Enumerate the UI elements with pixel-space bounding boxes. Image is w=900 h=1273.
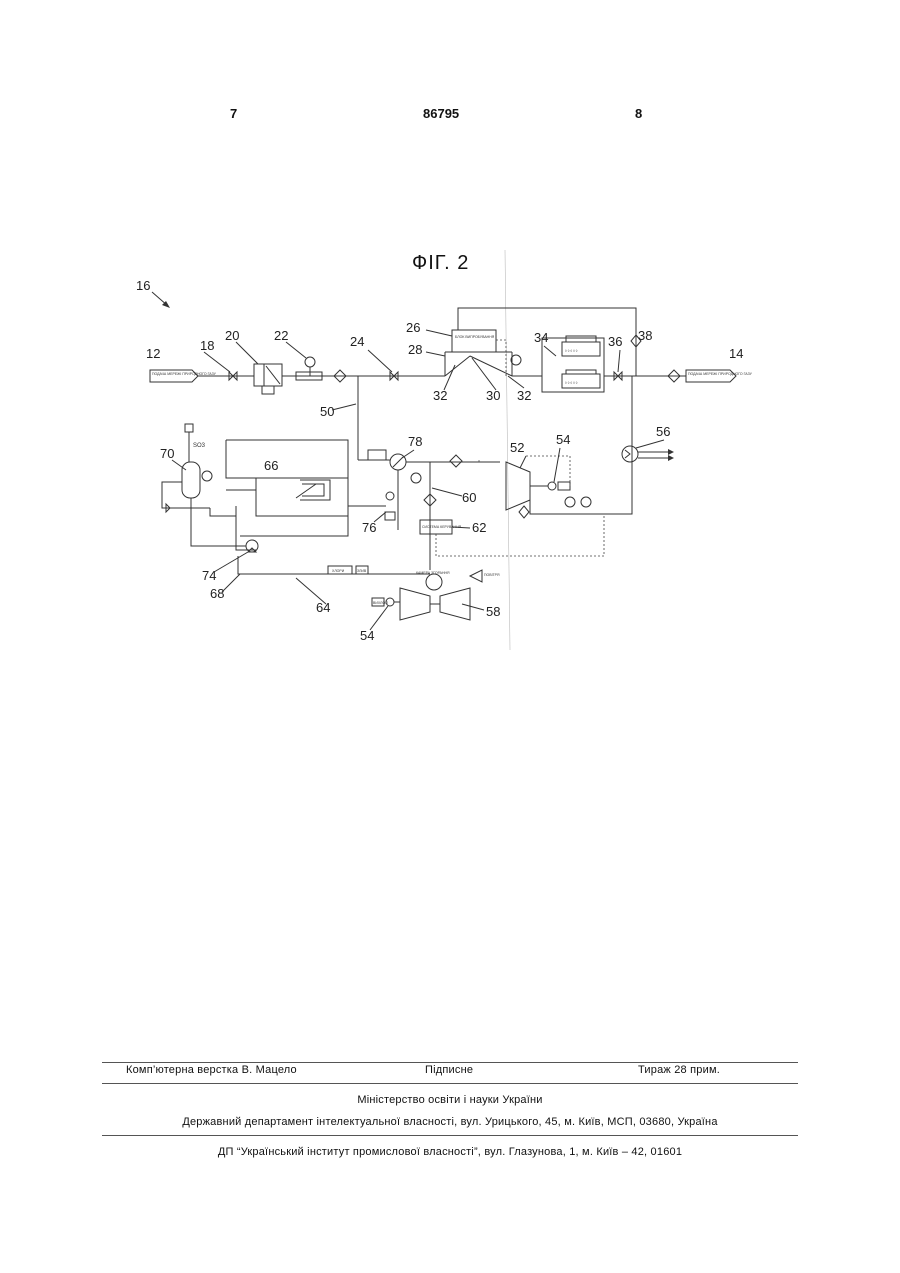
ref-60: 60 [462,490,476,505]
inlet-label: ПОДАЧА МЕРЕЖІ ПРИРОДНОГО ГАЗУ [152,372,217,376]
ref-32b: 32 [517,388,531,403]
ref-14: 14 [729,346,743,361]
ref-36: 36 [608,334,622,349]
control-signal-62 [436,514,604,556]
svg-text:o: o [478,459,480,463]
turbine-52 [506,462,530,510]
turbine-58-left [400,588,430,620]
ref-18: 18 [200,338,214,353]
ref-20: 20 [225,328,239,343]
footer-institute: ДП “Український інститут промислової вла… [102,1146,798,1158]
svg-text:◊ ◊ ◊ ◊ ◊: ◊ ◊ ◊ ◊ ◊ [565,349,578,353]
ref-70: 70 [160,446,174,461]
generator-54-upper [548,482,556,490]
ref-32a: 32 [433,388,447,403]
svg-text:ЗЛИВ: ЗЛИВ [357,569,367,573]
ref-34: 34 [534,330,548,345]
return-line-52 [530,376,632,514]
ref-58: 58 [486,604,500,619]
svg-text:ХЛОРИ: ХЛОРИ [332,569,345,573]
footer-signed: Підписне [425,1064,473,1076]
svg-text:КАМЕРА ЗГОРАННЯ: КАМЕРА ЗГОРАННЯ [416,571,450,575]
box-26 [452,330,496,352]
footer-circulation: Тираж 28 прим. [638,1064,720,1076]
filter-20-diagonal [266,366,280,384]
ref-28: 28 [408,342,422,357]
ref-52: 52 [510,440,524,455]
footer-rule-top [102,1062,798,1063]
ref-54-top: 54 [556,432,570,447]
ref-26: 26 [406,320,420,335]
ref-78: 78 [408,434,422,449]
vessel-70 [182,462,200,498]
ref-16: 16 [136,278,150,293]
line-30 [445,356,470,376]
outlet-label: ПОДАЧА МЕРЕЖІ ПРИРОДНОГО ГАЗУ [688,372,753,376]
svg-text:◊ ◊ ◊ ◊ ◊: ◊ ◊ ◊ ◊ ◊ [565,381,578,385]
gauge-22 [305,357,315,367]
ref-66: 66 [264,458,278,473]
meter-78 [368,450,386,460]
ref-30: 30 [486,388,500,403]
footer-rule-bottom [102,1135,798,1136]
gauge-78 [411,473,421,483]
ref-12: 12 [146,346,160,361]
filter-20-bottom [262,386,274,394]
footer-department: Державний департамент інтелектуальної вл… [102,1116,798,1128]
box-26-label: БЛОК ВИПРОБУВАННЯ [455,335,495,339]
ref-56: 56 [656,424,670,439]
ref-62: 62 [472,520,486,535]
air-inlet [470,570,482,582]
instrument-diamond-fuel [450,455,462,467]
ref-68: 68 [210,586,224,601]
ref-50: 50 [320,404,334,419]
ref-54-bottom: 54 [360,628,374,643]
ref-24: 24 [350,334,364,349]
ref-74: 74 [202,568,216,583]
ref-38: 38 [638,328,652,343]
process-flow-diagram: ПОДАЧА МЕРЕЖІ ПРИРОДНОГО ГАЗУ БЛОК ВИПРО… [0,0,900,700]
ref-22: 22 [274,328,288,343]
so3-label: SO3 [193,443,206,449]
filter-20-left [254,364,264,386]
svg-text:ПОВІТРЯ: ПОВІТРЯ [484,573,500,577]
compressor-58-right [440,588,470,620]
footer-ministry: Міністерство освіти і науки України [102,1094,798,1106]
combustor-58 [426,574,442,590]
footer-layout: Комп’ютерна верстка В. Мацело [126,1064,297,1076]
footer-rule-middle [102,1083,798,1084]
